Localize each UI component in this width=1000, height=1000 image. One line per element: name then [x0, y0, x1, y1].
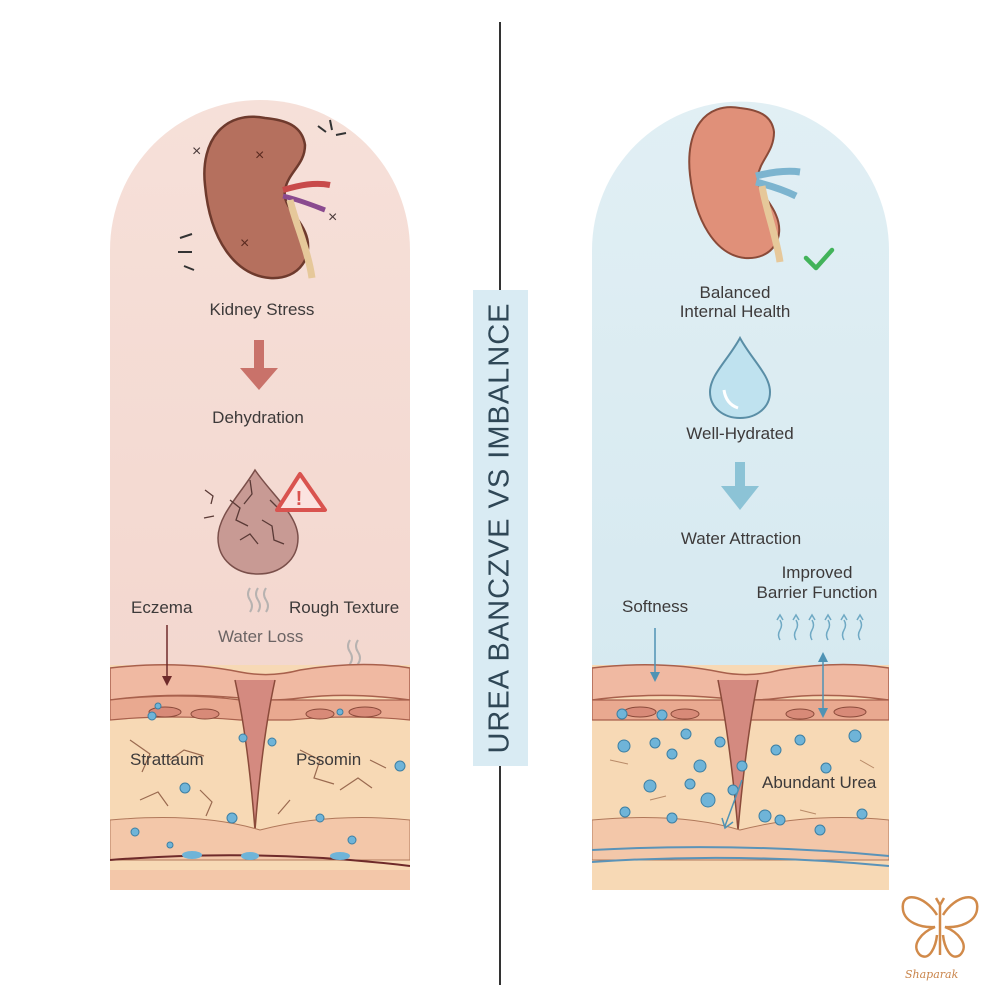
softness-pointer-arrow — [650, 628, 660, 682]
svg-text:×: × — [192, 143, 201, 160]
svg-text:×: × — [255, 147, 264, 164]
label-psoriasis: Pssomin — [296, 750, 362, 769]
water-drop-icon — [708, 335, 772, 420]
label-abundant-urea: Abundant Urea — [762, 773, 877, 792]
logo-text: Shaparak — [905, 968, 959, 981]
left-panel: × × × × ! — [110, 100, 410, 890]
label-water-attraction: Water Attraction — [680, 529, 802, 548]
healthy-kidney-icon — [688, 106, 801, 263]
label-balanced: Balanced — [699, 283, 771, 302]
cracked-droplet-icon — [203, 468, 299, 575]
eczema-pointer-arrow — [162, 625, 172, 686]
svg-text:!: ! — [296, 488, 303, 510]
label-eczema: Eczema — [131, 598, 193, 617]
barrier-double-arrow — [818, 652, 828, 718]
healthy-skin-cross-section — [592, 663, 889, 890]
label-water-loss: Water Loss — [218, 627, 304, 646]
damaged-skin-cross-section — [110, 663, 410, 890]
label-improved: Improved — [781, 563, 853, 582]
down-arrow-right — [721, 462, 759, 510]
butterfly-logo-icon — [901, 896, 979, 958]
urea-pointer-arrow — [721, 779, 743, 830]
stressed-kidney-icon: × × × × — [178, 115, 347, 280]
label-kidney-stress: Kidney Stress — [209, 300, 315, 319]
down-arrow-left-1 — [240, 340, 278, 390]
right-panel — [592, 101, 889, 890]
svg-text:×: × — [328, 209, 337, 226]
page-title: UREA BANCZVE VS IMBALNCE — [483, 302, 516, 754]
label-softness: Softness — [622, 597, 689, 616]
title-banner — [473, 290, 528, 766]
label-well-hydrated: Well-Hydrated — [686, 424, 794, 443]
label-stratum: Strattaum — [130, 750, 204, 769]
label-internal-health: Internal Health — [679, 302, 791, 321]
label-dehydration: Dehydration — [212, 408, 304, 427]
svg-text:×: × — [240, 235, 249, 252]
check-icon — [803, 247, 835, 271]
warning-icon: ! — [275, 472, 327, 512]
barrier-wave-arrows-icon — [776, 613, 864, 641]
label-barrier-function: Barrier Function — [756, 583, 878, 602]
label-rough-texture: Rough Texture — [289, 598, 400, 617]
